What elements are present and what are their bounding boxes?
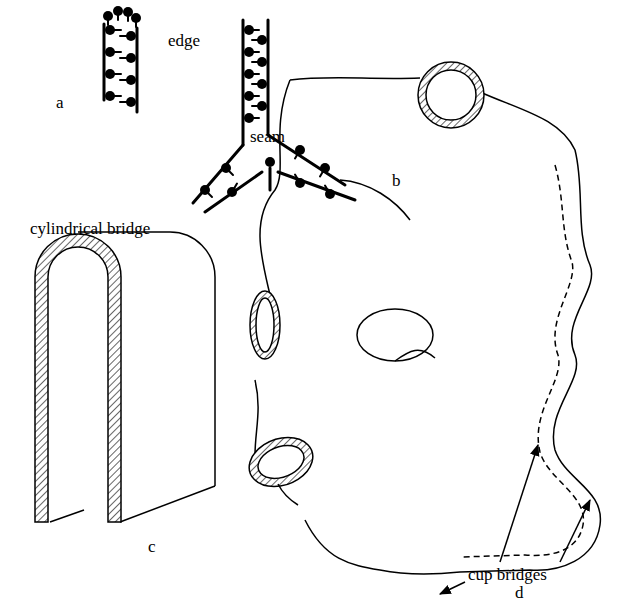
panel-letter: b [392, 172, 401, 189]
panel-letter: a [56, 94, 64, 111]
panel-label: seam [250, 128, 285, 145]
lipid-strokes [103, 6, 355, 212]
panel-letter: d [515, 584, 524, 601]
panel-label: edge [168, 32, 200, 49]
panel-label: cylindrical bridge [30, 220, 150, 237]
cylindrical-bridge [35, 232, 215, 522]
panel-letter: c [148, 538, 156, 555]
callout-label: cup bridges [468, 566, 547, 583]
cup-bridges-sheet [249, 62, 600, 594]
